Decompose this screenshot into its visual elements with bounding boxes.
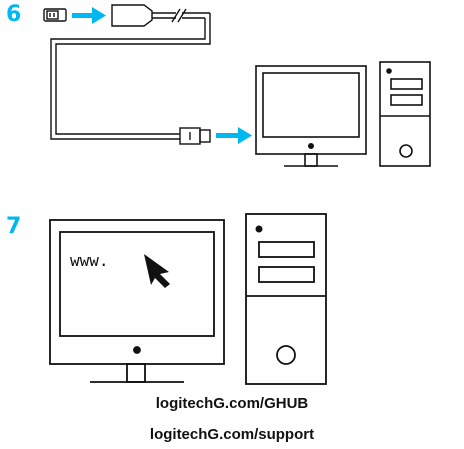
usb-plug-icon bbox=[179, 127, 211, 145]
mouse-cursor-icon bbox=[144, 254, 170, 288]
pc-tower-icon bbox=[379, 61, 431, 167]
step-7-number: 7 bbox=[6, 214, 22, 239]
step-6-number: 6 bbox=[6, 2, 22, 27]
usb-extension-cable-icon bbox=[50, 4, 211, 140]
support-url[interactable]: logitechG.com/support bbox=[149, 426, 315, 443]
monitor-icon bbox=[255, 65, 367, 167]
usb-receiver-icon bbox=[43, 8, 67, 22]
ghub-url[interactable]: logitechG.com/GHUB bbox=[155, 395, 309, 412]
pc-tower-icon bbox=[245, 213, 327, 385]
arrow-right-icon bbox=[216, 127, 252, 144]
monitor-icon bbox=[49, 219, 225, 383]
screen-url-text: www. bbox=[70, 251, 109, 270]
arrow-right-icon bbox=[72, 7, 106, 24]
